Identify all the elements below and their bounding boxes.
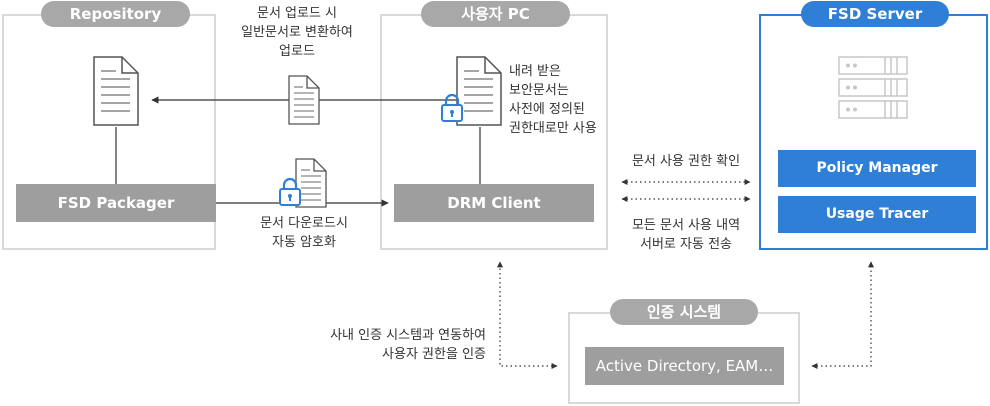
received-docs-label: 내려 받은 보안문서는 사전에 정의된 권한대로만 사용: [509, 64, 597, 136]
repository-document-icon: [93, 56, 139, 126]
fsd-server-title: FSD Server: [801, 1, 949, 27]
upload-label: 문서 업로드 시 일반문서로 변환하여 업로드: [241, 6, 353, 59]
download-document-icon: [295, 158, 327, 208]
server-icon: [838, 56, 908, 119]
user-pc-document-icon: [456, 56, 502, 126]
auth-system-title: 인증 시스템: [610, 299, 758, 325]
download-label: 문서 다운로드시 자동 암호화: [260, 216, 348, 250]
policy-manager-box: Policy Manager: [778, 150, 976, 187]
transfer-history-label: 모든 문서 사용 내역 서버로 자동 전송: [631, 218, 741, 252]
drm-client-box: DRM Client: [394, 184, 594, 222]
usage-tracer-box: Usage Tracer: [778, 196, 976, 233]
auth-link-label: 사내 인증 시스템과 연동하여 사용자 권한을 인증: [330, 328, 486, 362]
fsd-packager-box: FSD Packager: [16, 184, 216, 222]
download-lock-icon: [279, 177, 301, 206]
user-pc-lock-icon: [441, 93, 463, 122]
auth-to-server-arrow: [811, 261, 874, 369]
upload-document-icon: [288, 75, 320, 125]
repository-title: Repository: [41, 1, 190, 27]
user-pc-title: 사용자 PC: [421, 1, 570, 27]
check-permission-label: 문서 사용 권한 확인: [631, 154, 741, 169]
active-directory-box: Active Directory, EAM…: [585, 347, 784, 385]
auth-to-pc-arrow: [497, 261, 558, 369]
